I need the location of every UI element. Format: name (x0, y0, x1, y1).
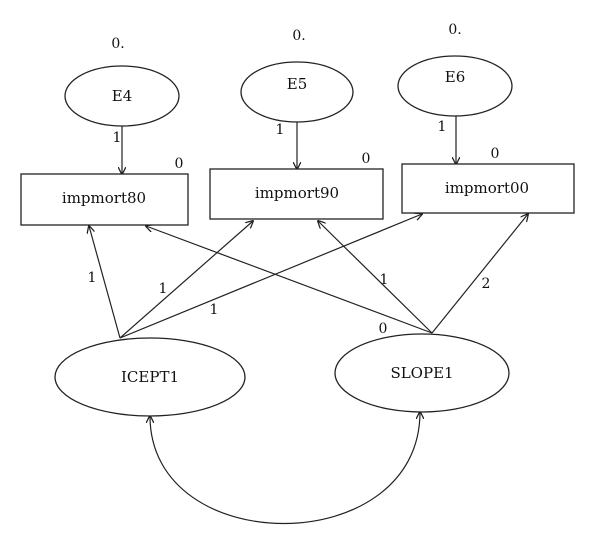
latent-node-slope1: SLOPE1 (334, 333, 510, 413)
path-slope1-impmort90 (318, 221, 433, 334)
loading-icept1-impmort90: 1 (159, 281, 168, 297)
loading-e4-impmort80: 1 (113, 130, 122, 146)
indicator-node-impmort00: impmort00 0 (401, 146, 575, 214)
indicator-node-impmort80: impmort80 0 (20, 156, 189, 226)
loading-slope1-impmort00: 2 (482, 276, 491, 292)
error-mean-label: 0. (111, 36, 124, 52)
error-ellipse (64, 65, 180, 127)
loading-slope1-impmort80: 0 (379, 321, 388, 337)
covariance-icept1-slope1 (150, 412, 420, 525)
indicator-label: impmort00 (445, 179, 529, 197)
error-ellipse (240, 61, 354, 123)
path-icept1-impmort00 (119, 214, 422, 339)
error-ellipse (397, 55, 513, 117)
loading-icept1-impmort80: 1 (88, 270, 97, 286)
latent-label: ICEPT1 (121, 368, 179, 386)
latent-ellipse (334, 333, 510, 413)
indicator-intercept-label: 0 (362, 151, 371, 167)
loading-e5-impmort90: 1 (276, 122, 285, 138)
path-slope1-impmort80 (146, 226, 433, 334)
indicator-label: impmort80 (62, 189, 146, 207)
indicator-intercept-label: 0 (175, 156, 184, 172)
indicator-box (209, 168, 384, 220)
loading-icept1-impmort00: 1 (210, 302, 219, 318)
error-mean-label: 0. (448, 22, 461, 38)
latent-ellipse (54, 337, 246, 417)
error-label: E4 (112, 87, 133, 105)
error-node-e4: E4 0. (64, 36, 180, 127)
indicator-node-impmort90: impmort90 0 (209, 151, 384, 220)
indicator-box (20, 173, 189, 226)
path-slope1-impmort00 (431, 214, 528, 334)
loading-slope1-impmort90: 1 (380, 272, 389, 288)
latent-node-icept1: ICEPT1 (54, 337, 246, 417)
error-mean-label: 0. (292, 28, 305, 44)
error-label: E5 (287, 75, 308, 93)
indicator-label: impmort90 (255, 184, 339, 202)
latent-label: SLOPE1 (390, 364, 453, 382)
error-node-e6: E6 0. (397, 22, 513, 117)
path-icept1-impmort90 (119, 221, 253, 339)
error-node-e5: E5 0. (240, 28, 354, 123)
error-label: E6 (445, 68, 466, 86)
loading-e6-impmort00: 1 (438, 119, 447, 135)
path-icept1-impmort80 (89, 226, 121, 339)
indicator-box (401, 163, 575, 214)
indicator-intercept-label: 0 (491, 146, 500, 162)
